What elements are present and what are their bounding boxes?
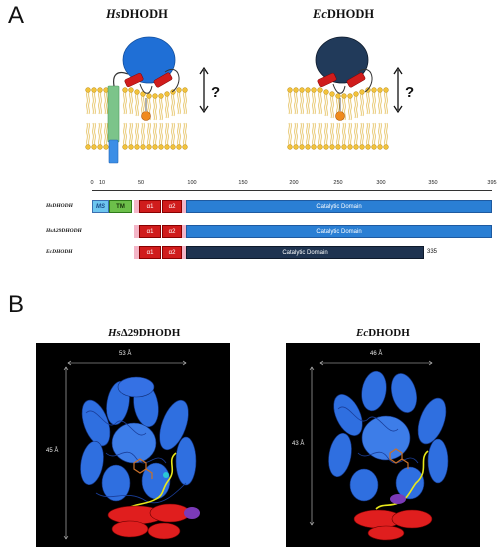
row-label-ec: EcDHODH xyxy=(46,249,73,255)
ec-loop-2 xyxy=(357,69,373,93)
tick-300: 300 xyxy=(376,180,386,186)
ec-dhodh-title: EcDHODH xyxy=(313,7,374,22)
ec-question-mark: ? xyxy=(405,84,415,101)
ec-ubiquinone-cofactor xyxy=(335,111,345,121)
ec-end-residue: 335 xyxy=(427,249,438,255)
row-label-hs: HsDHODH xyxy=(46,203,73,209)
alpha2-domain: α2 xyxy=(162,246,182,259)
catalytic-domain: Catalytic Domain xyxy=(186,200,492,213)
linker-segment-2 xyxy=(182,200,186,213)
hs-arrow-head-down xyxy=(199,105,209,114)
hs-title-italic: Hs xyxy=(106,7,121,21)
ligand-sticks xyxy=(133,458,153,479)
hs-bilayer xyxy=(85,87,188,150)
ec-title-italic: Ec xyxy=(313,7,327,21)
alpha1-domain: α1 xyxy=(139,200,161,213)
hs-dhodh-title: HsDHODH xyxy=(106,7,168,22)
linker-segment xyxy=(134,200,139,213)
hs-delta29-structure-image: 53 Å 45 Å xyxy=(36,343,230,547)
hs-delta29-title-italic: Hs xyxy=(108,327,121,339)
hs-title-rest: DHODH xyxy=(120,7,168,21)
ec-ribbon-render xyxy=(309,360,449,541)
catalytic-ribbons xyxy=(328,370,449,502)
width-arrow-head-right xyxy=(428,360,433,366)
ec-structure-title-rest: DHODH xyxy=(368,327,410,339)
ribbon-strands xyxy=(337,406,419,464)
membrane-schematics xyxy=(85,36,403,164)
purple-segment xyxy=(390,494,406,504)
width-label: 46 Å xyxy=(370,351,383,357)
row-label-hs-delta29: HsΔ29DHODH xyxy=(46,228,82,234)
ec-helix-alpha1 xyxy=(317,72,337,88)
height-label: 45 Å xyxy=(46,448,59,454)
tick-200: 200 xyxy=(289,180,299,186)
catalytic-ribbons xyxy=(80,376,197,502)
catalytic-domain-ec: Catalytic Domain xyxy=(186,246,424,259)
ms-domain: MS xyxy=(92,200,109,213)
linker-segment-2 xyxy=(182,246,186,259)
height-label: 43 Å xyxy=(292,441,305,447)
panel-b-label: B xyxy=(8,291,25,318)
hs-delta29-ribbon-render xyxy=(63,360,200,540)
catalytic-domain: Catalytic Domain xyxy=(186,225,492,238)
hs-delta29-structure-title: HsΔ29DHODH xyxy=(108,327,180,339)
alpha-helices-ribbons xyxy=(107,503,191,540)
alpha2-domain: α2 xyxy=(162,200,182,213)
hs-helix-alpha2 xyxy=(153,72,173,88)
ligand-sticks xyxy=(389,448,409,469)
tick-50: 50 xyxy=(137,180,145,186)
tick-350: 350 xyxy=(428,180,438,186)
ec-helix-alpha2 xyxy=(346,72,366,88)
height-arrow-head-up xyxy=(309,366,315,371)
hs-catalytic-globe xyxy=(122,36,176,84)
ec-structure-image: 46 Å 43 Å xyxy=(286,343,480,547)
hs-loop xyxy=(139,83,153,94)
domain-axis xyxy=(92,190,492,191)
hs-ubiquinone-cofactor xyxy=(141,111,151,121)
height-arrow-head-down xyxy=(309,521,315,526)
alpha1-domain: α1 xyxy=(139,246,161,259)
ribbon-strands xyxy=(85,410,187,504)
hs-delta29-title-rest: Δ29DHODH xyxy=(120,327,181,339)
ec-arrow-head-up xyxy=(393,66,403,75)
linker-segment-2 xyxy=(182,225,186,238)
tm-domain: TM xyxy=(109,200,132,213)
hs-loop-2 xyxy=(164,69,180,93)
tm-helix xyxy=(107,85,120,143)
hs-question-mark: ? xyxy=(211,84,221,101)
ms-segment xyxy=(108,139,119,164)
linker-segment xyxy=(134,225,139,238)
ec-structure-title: EcDHODH xyxy=(356,327,410,339)
tick-395: 395 xyxy=(487,180,497,186)
ec-arrow-head-down xyxy=(393,105,403,114)
tick-0: 0 xyxy=(90,180,94,186)
width-arrow-head-left xyxy=(67,360,72,366)
ec-catalytic-globe xyxy=(315,36,369,84)
tick-250: 250 xyxy=(333,180,343,186)
yellow-linker-loop xyxy=(375,450,429,510)
ec-title-rest: DHODH xyxy=(326,7,375,21)
linker-segment xyxy=(134,246,139,259)
alpha2-domain: α2 xyxy=(162,225,182,238)
height-arrow-head-up xyxy=(63,366,69,371)
hs-linker xyxy=(113,71,129,87)
purple-segment xyxy=(184,507,200,519)
ec-loop xyxy=(332,83,346,94)
panel-a-label: A xyxy=(8,2,25,29)
height-arrow-head-down xyxy=(63,535,69,540)
tick-150: 150 xyxy=(238,180,248,186)
alpha-helices-ribbons xyxy=(353,509,433,541)
domain-map: 0 10 50 100 150 200 250 300 350 395 HsDH… xyxy=(0,176,504,276)
width-arrow-head-left xyxy=(319,360,324,366)
width-arrow-head-right xyxy=(182,360,187,366)
alpha1-domain: α1 xyxy=(139,225,161,238)
tick-10: 10 xyxy=(98,180,106,186)
ion-sphere xyxy=(163,472,169,478)
ec-structure-title-italic: Ec xyxy=(356,327,369,339)
yellow-linker-loop xyxy=(125,452,177,510)
hs-arrow-head-up xyxy=(199,66,209,75)
hs-helix-alpha1 xyxy=(124,72,144,88)
width-label: 53 Å xyxy=(119,351,132,357)
tick-100: 100 xyxy=(187,180,197,186)
